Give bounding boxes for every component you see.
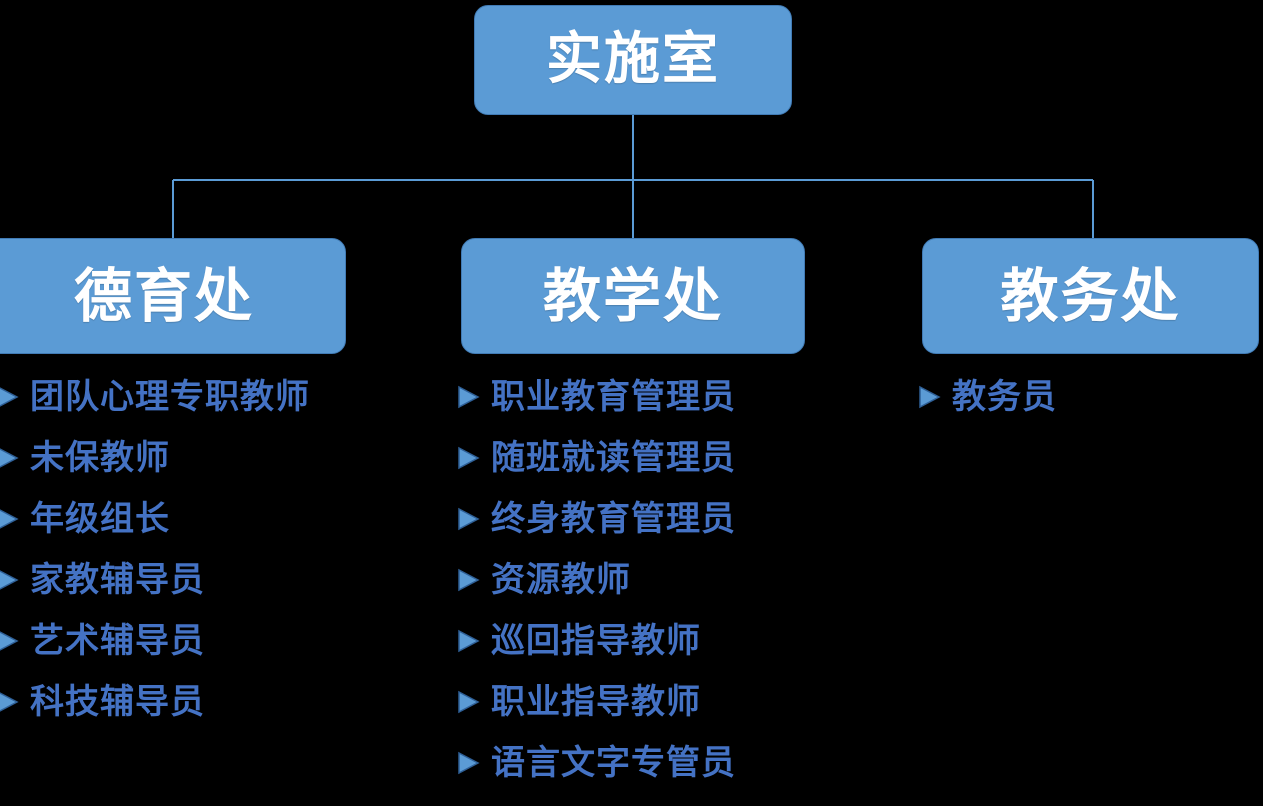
list-item[interactable]: 职业指导教师: [455, 671, 875, 732]
triangle-right-icon: [0, 447, 19, 468]
role-list-2: 教务员: [916, 366, 1256, 427]
role-label: 艺术辅导员: [30, 620, 205, 661]
list-item[interactable]: 教务员: [916, 366, 1256, 427]
role-label: 家教辅导员: [30, 559, 205, 600]
role-label: 随班就读管理员: [491, 437, 736, 478]
role-label: 未保教师: [30, 437, 170, 478]
triangle-right-icon: [0, 386, 19, 407]
list-item[interactable]: 资源教师: [455, 549, 875, 610]
role-label: 年级组长: [30, 498, 170, 539]
list-item[interactable]: 团队心理专职教师: [0, 366, 414, 427]
triangle-right-icon: [0, 630, 19, 651]
list-item[interactable]: 年级组长: [0, 488, 414, 549]
role-list-1: 职业教育管理员 随班就读管理员 终身教育管理员 资源教师 巡回指导教师 职业指导…: [455, 366, 875, 793]
node-department-2[interactable]: 教务处: [922, 238, 1259, 354]
triangle-right-icon: [458, 507, 480, 530]
triangle-right-icon: [458, 751, 480, 774]
node-root[interactable]: 实施室: [474, 5, 792, 115]
role-label: 职业指导教师: [491, 681, 701, 722]
node-department-1[interactable]: 教学处: [461, 238, 805, 354]
triangle-right-icon: [458, 690, 480, 713]
triangle-right-icon: [0, 691, 19, 712]
role-label: 语言文字专管员: [491, 742, 736, 783]
role-label: 职业教育管理员: [491, 376, 736, 417]
list-item[interactable]: 家教辅导员: [0, 549, 414, 610]
role-label: 资源教师: [491, 559, 631, 600]
triangle-right-icon: [919, 385, 941, 408]
list-item[interactable]: 艺术辅导员: [0, 610, 414, 671]
triangle-right-icon: [458, 568, 480, 591]
role-label: 团队心理专职教师: [30, 376, 310, 417]
list-item[interactable]: 随班就读管理员: [455, 427, 875, 488]
list-item[interactable]: 巡回指导教师: [455, 610, 875, 671]
list-item[interactable]: 语言文字专管员: [455, 732, 875, 793]
list-item[interactable]: 职业教育管理员: [455, 366, 875, 427]
role-label: 终身教育管理员: [491, 498, 736, 539]
triangle-right-icon: [0, 569, 19, 590]
node-department-0[interactable]: 德育处: [0, 238, 346, 354]
role-label: 教务员: [952, 376, 1057, 417]
triangle-right-icon: [458, 629, 480, 652]
list-item[interactable]: 科技辅导员: [0, 671, 414, 732]
list-item[interactable]: 终身教育管理员: [455, 488, 875, 549]
role-label: 科技辅导员: [30, 681, 205, 722]
triangle-right-icon: [0, 508, 19, 529]
list-item[interactable]: 未保教师: [0, 427, 414, 488]
triangle-right-icon: [458, 385, 480, 408]
role-list-0: 团队心理专职教师 未保教师 年级组长 家教辅导员 艺术辅导员 科技辅导员: [0, 366, 414, 732]
triangle-right-icon: [458, 446, 480, 469]
role-label: 巡回指导教师: [491, 620, 701, 661]
